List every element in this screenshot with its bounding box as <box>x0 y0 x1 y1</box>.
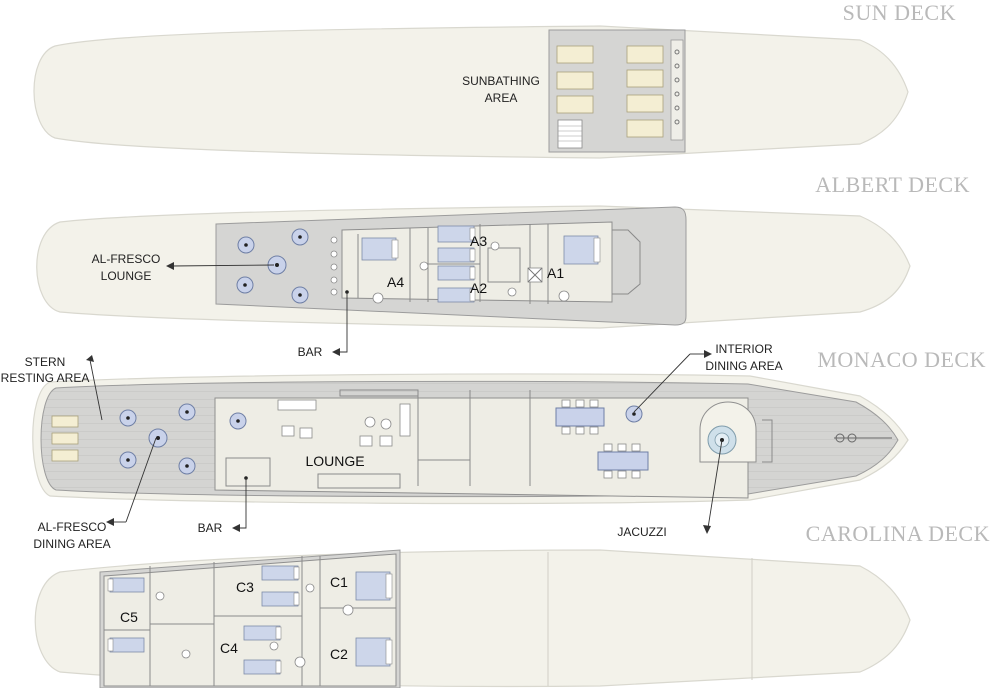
monaco-superstructure <box>214 397 749 499</box>
interior-dining-tables <box>555 399 649 479</box>
carolina-cabin-walls <box>104 556 396 686</box>
cabin-a3-label: A3 <box>470 233 487 249</box>
albert-bathroom-fixtures <box>372 241 570 304</box>
cabin-c4-label: C4 <box>220 640 238 656</box>
alfresco-lounge-label-2: LOUNGE <box>101 269 152 283</box>
jacuzzi-callout <box>703 439 723 534</box>
bar-monaco-callout <box>232 476 248 532</box>
lounge-label: LOUNGE <box>305 453 364 469</box>
cabin-a4-label: A4 <box>387 274 404 290</box>
alfresco-dining-label-2: DINING AREA <box>33 537 110 551</box>
alfresco-lounge-label-1: AL-FRESCO <box>92 252 161 266</box>
monaco-deck-title: MONACO DECK <box>817 347 986 372</box>
sun-deck-hull <box>33 25 909 159</box>
cabin-c1-label: C1 <box>330 574 348 590</box>
stern-callout <box>86 355 103 421</box>
jacuzzi <box>699 401 757 463</box>
sun-deck-title: SUN DECK <box>843 0 956 25</box>
stern-label-2: RESTING AREA <box>1 371 90 385</box>
alfresco-lounge-callout <box>166 262 275 270</box>
albert-cabin-walls <box>357 224 641 304</box>
interior-dining-label-2: DINING AREA <box>705 359 782 373</box>
albert-deck: ALBERT DECK <box>36 172 970 359</box>
carolina-interior <box>103 553 397 687</box>
bar-monaco-label: BAR <box>198 521 223 535</box>
bar-albert-label: BAR <box>298 345 323 359</box>
cabin-a2-label: A2 <box>470 280 487 296</box>
interior-dining-label-1: INTERIOR <box>715 342 773 356</box>
albert-lounge-tables <box>236 228 309 304</box>
bar-albert-callout <box>332 290 349 356</box>
cabin-c5-label: C5 <box>120 609 138 625</box>
monaco-interior-walls <box>225 389 531 489</box>
lounge-furniture <box>229 399 411 447</box>
bow-fittings <box>762 419 892 463</box>
monaco-deck: MONACO DECK <box>1 342 986 551</box>
carolina-deck-title: CAROLINA DECK <box>806 521 990 546</box>
carolina-deck: CAROLINA DECK <box>34 521 990 688</box>
sun-deck: SUN DECK SUNBATHING AREA <box>33 0 956 159</box>
alfresco-dining-label-1: AL-FRESCO <box>38 520 107 534</box>
jacuzzi-label: JACUZZI <box>617 525 666 539</box>
sunbathing-label-2: AREA <box>485 91 518 105</box>
sunbathing-label-1: SUNBATHING <box>462 74 540 88</box>
cabin-a1-label: A1 <box>547 265 564 281</box>
stern-loungers <box>51 415 79 462</box>
interior-dining-callout <box>633 350 712 413</box>
sun-deck-stairs <box>557 119 583 149</box>
carolina-beds <box>107 565 393 675</box>
albert-bar-stools <box>330 236 338 296</box>
carolina-fixtures <box>155 583 354 668</box>
albert-beds <box>361 225 601 303</box>
alfresco-dining-callout <box>106 437 157 526</box>
cabin-c2-label: C2 <box>330 646 348 662</box>
albert-deck-title: ALBERT DECK <box>815 172 970 197</box>
stern-label-1: STERN <box>25 355 66 369</box>
monaco-alfresco-tables <box>119 403 196 475</box>
cabin-c3-label: C3 <box>236 579 254 595</box>
sun-loungers <box>556 39 684 141</box>
